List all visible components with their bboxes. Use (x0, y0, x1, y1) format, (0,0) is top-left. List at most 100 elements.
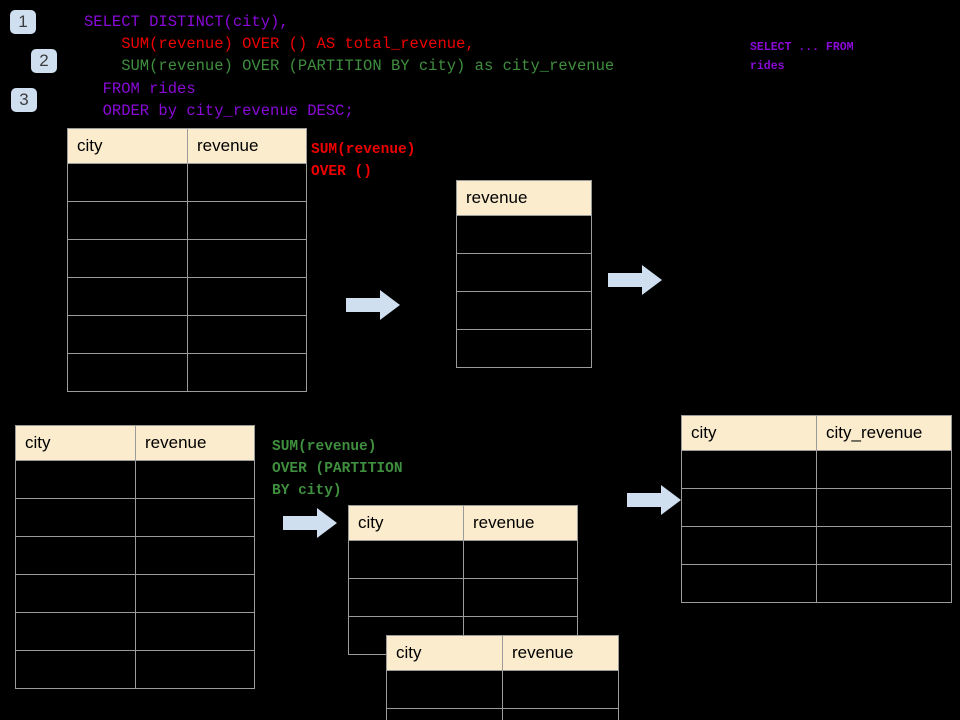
table-header-row: city revenue (15, 425, 255, 461)
table-cell (816, 488, 952, 527)
table-row (67, 277, 307, 316)
table-cell (681, 526, 817, 565)
table-cell (15, 574, 136, 613)
table-cell (15, 536, 136, 575)
table-cell (15, 612, 136, 651)
table-body (386, 670, 619, 720)
table-cell (135, 612, 255, 651)
table-body (348, 540, 578, 655)
table-header-row: city revenue (386, 635, 619, 671)
table-cell (681, 488, 817, 527)
table-cell (15, 650, 136, 689)
table-cell (187, 315, 307, 354)
annotation-total-revenue: SUM(revenue) OVER () (311, 142, 416, 180)
table-cell (816, 564, 952, 603)
table-row (386, 670, 619, 709)
table-header-row: city city_revenue (681, 415, 952, 451)
sql-line-from: FROM rides (84, 80, 196, 98)
side-note-select-from-rides: SELECT ... FROM rides (750, 41, 854, 73)
table-cell (15, 460, 136, 499)
table-cell (187, 163, 307, 202)
table-row (456, 253, 592, 292)
step-badge-1: 1 (10, 10, 36, 34)
table-row (15, 612, 255, 651)
column-header-city: city (15, 425, 136, 461)
table-row (67, 201, 307, 240)
table-row (456, 329, 592, 368)
table-cell (816, 526, 952, 565)
table-cell (135, 574, 255, 613)
table-header-row: city revenue (67, 128, 307, 164)
table-row (67, 353, 307, 392)
column-header-city: city (386, 635, 503, 671)
arrow-bottom-left (283, 508, 337, 538)
column-header-revenue: revenue (463, 505, 578, 541)
table-cell (348, 540, 464, 579)
table-row (15, 574, 255, 613)
table-cell (456, 329, 592, 368)
sql-line-order-by: ORDER by city_revenue DESC; (84, 102, 354, 120)
table-row (681, 450, 952, 489)
table-row (681, 488, 952, 527)
table-cell (67, 201, 188, 240)
table-cell (187, 277, 307, 316)
table-cell (681, 450, 817, 489)
column-header-revenue: revenue (187, 128, 307, 164)
table-cell (187, 201, 307, 240)
table-cell (67, 277, 188, 316)
sql-line-total-revenue: SUM(revenue) OVER () AS total_revenue, (84, 35, 475, 53)
table-cell (456, 215, 592, 254)
table-cell (187, 353, 307, 392)
table-row (456, 215, 592, 254)
table-cell (67, 315, 188, 354)
table-cell (187, 239, 307, 278)
table-cell (456, 253, 592, 292)
table-cell (463, 578, 578, 617)
table-body (15, 460, 255, 689)
step-badge-2: 2 (31, 49, 57, 73)
table-row (348, 540, 578, 579)
table-row (348, 578, 578, 617)
table-cell (348, 578, 464, 617)
table-cell (681, 564, 817, 603)
table-row (15, 650, 255, 689)
table-row (386, 708, 619, 720)
step-badge-3: 3 (11, 88, 37, 112)
column-header-revenue: revenue (502, 635, 619, 671)
sql-line-city-revenue: SUM(revenue) OVER (PARTITION BY city) as… (84, 57, 615, 75)
table-cell (386, 670, 503, 709)
table-cell (135, 460, 255, 499)
table-cell (386, 708, 503, 720)
table-cell (15, 498, 136, 537)
rides-source-table-bottom: city revenue (15, 425, 255, 689)
annotation-city-revenue: SUM(revenue) OVER (PARTITION BY city) (272, 439, 403, 499)
result-table: city city_revenue (681, 415, 952, 603)
table-cell (135, 498, 255, 537)
table-row (67, 239, 307, 278)
table-header-row: city revenue (348, 505, 578, 541)
table-row (67, 315, 307, 354)
table-header-row: revenue (456, 180, 592, 216)
table-cell (816, 450, 952, 489)
table-cell (67, 353, 188, 392)
table-row (15, 460, 255, 499)
total-revenue-table: revenue (456, 180, 592, 368)
table-body (456, 215, 592, 368)
column-header-revenue: revenue (456, 180, 592, 216)
table-cell (502, 670, 619, 709)
column-header-city: city (67, 128, 188, 164)
table-cell (135, 650, 255, 689)
table-row (681, 564, 952, 603)
table-body (681, 450, 952, 603)
table-row (15, 498, 255, 537)
sql-line-select-distinct: SELECT DISTINCT(city), (84, 13, 289, 31)
table-row (681, 526, 952, 565)
partition-group-table-front: city revenue (386, 635, 619, 720)
column-header-city-revenue: city_revenue (816, 415, 952, 451)
table-cell (463, 540, 578, 579)
table-cell (67, 163, 188, 202)
column-header-revenue: revenue (135, 425, 255, 461)
table-row (456, 291, 592, 330)
table-cell (456, 291, 592, 330)
